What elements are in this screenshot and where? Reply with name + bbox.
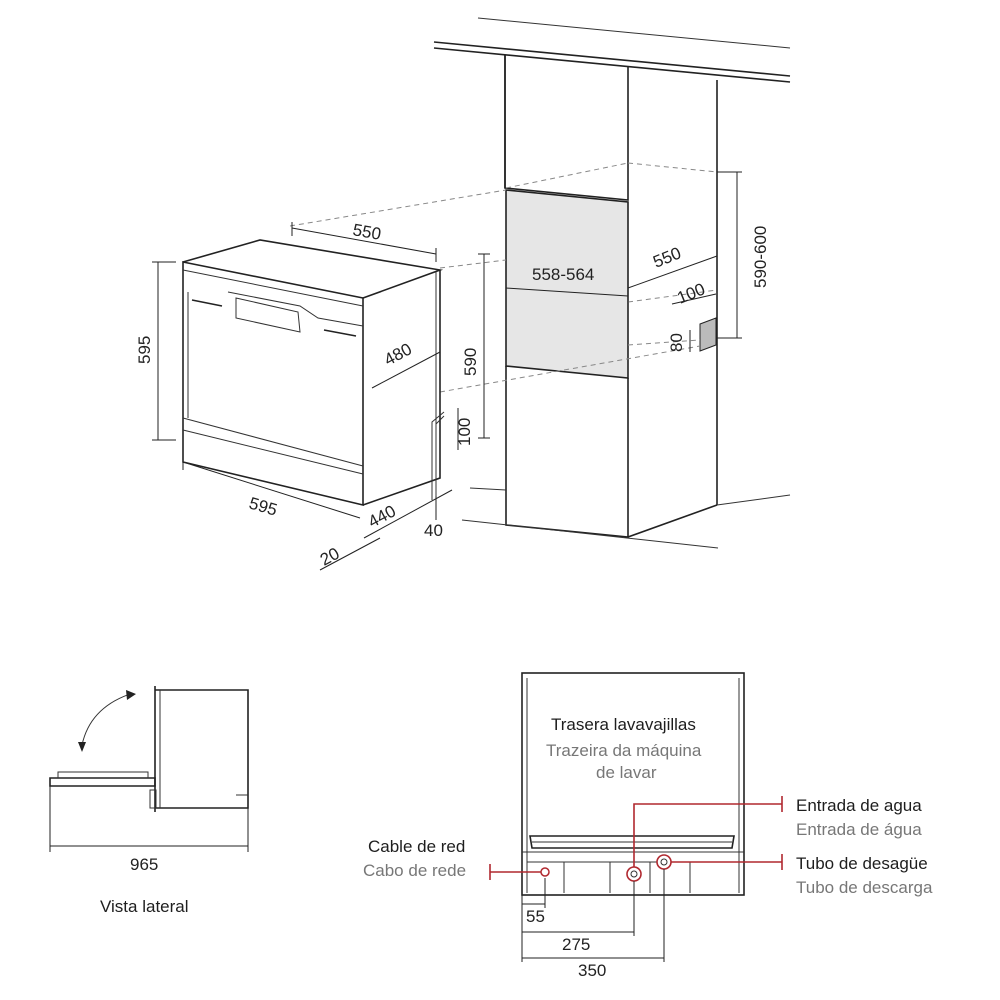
dim-appliance-width-top: 550 — [351, 220, 382, 244]
dim-niche-height-range: 590-600 — [751, 226, 770, 288]
door-open-arrow — [81, 693, 131, 746]
dim-appliance-height: 595 — [135, 336, 154, 364]
rear-view-labels: Trasera lavavajillas Trazeira da máquina… — [363, 715, 933, 980]
rear-title-pt-line1: Trazeira da máquina — [546, 741, 702, 760]
dim-appliance-width-bottom: 595 — [247, 494, 280, 520]
niche-recess — [505, 189, 629, 379]
kitchen-cabinet — [289, 17, 791, 549]
dim-outlet-height: 80 — [667, 333, 686, 352]
dim-offset-20: 20 — [317, 544, 343, 570]
dim-water-inlet-offset: 275 — [562, 935, 590, 954]
dim-niche-depth: 550 — [650, 243, 683, 271]
dim-niche-width: 558-564 — [532, 265, 594, 284]
dim-outlet-offset: 100 — [674, 279, 707, 307]
dim-appliance-depth: 480 — [381, 339, 415, 369]
water-inlet-label-pt: Entrada de água — [796, 820, 922, 839]
water-inlet-port — [626, 866, 642, 882]
dimension-lines-top — [152, 171, 742, 571]
dim-offset-40: 40 — [424, 521, 443, 540]
dim-depth-440: 440 — [365, 501, 399, 531]
rear-title-pt-line2: de lavar — [596, 763, 657, 782]
side-view-label: Vista lateral — [100, 897, 189, 916]
cable-label-es: Cable de red — [368, 837, 465, 856]
cable-label-pt: Cabo de rede — [363, 861, 466, 880]
dishwasher-iso — [182, 239, 444, 507]
drain-label-es: Tubo de desagüe — [796, 854, 928, 873]
dim-niche-height: 590 — [461, 348, 480, 376]
dim-plinth-height: 100 — [455, 418, 474, 446]
power-outlet — [699, 317, 717, 352]
dimension-labels-top: 550 595 480 595 590 100 440 40 20 558-56… — [135, 220, 770, 569]
dim-open-door-depth: 965 — [130, 855, 158, 874]
side-view — [49, 686, 249, 852]
drain-port — [656, 854, 672, 870]
dim-drain-offset: 350 — [578, 961, 606, 980]
water-inlet-label-es: Entrada de agua — [796, 796, 922, 815]
rear-view — [489, 672, 783, 962]
dim-cable-offset: 55 — [526, 907, 545, 926]
power-cable-port — [540, 867, 550, 877]
drain-label-pt: Tubo de descarga — [796, 878, 933, 897]
rear-title-es: Trasera lavavajillas — [551, 715, 696, 734]
